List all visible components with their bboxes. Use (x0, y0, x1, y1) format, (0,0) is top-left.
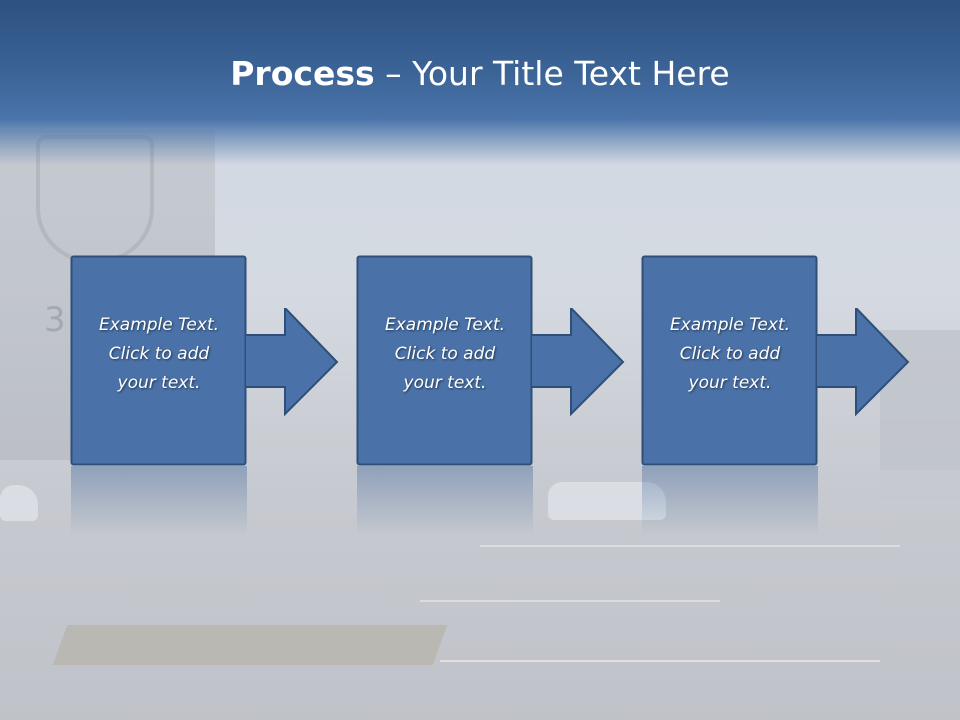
box-text-line: your text. (403, 373, 487, 393)
box-reflection (71, 466, 247, 536)
background-lot-line (420, 600, 720, 602)
background-lot-line (440, 660, 880, 662)
slide-title[interactable]: Process – Your Title Text Here (0, 54, 960, 93)
right-arrow-icon (531, 308, 625, 416)
right-arrow-icon (245, 308, 339, 416)
background-lot-line (480, 545, 900, 547)
title-bold: Process (230, 54, 375, 93)
box-text-line: your text. (117, 373, 201, 393)
background-number: 3 (44, 300, 66, 340)
right-arrow-icon (816, 308, 910, 416)
process-box-2[interactable]: Example Text. Click to add your text. (356, 255, 533, 466)
title-rest: – Your Title Text Here (374, 54, 730, 93)
box-text-line: Click to add (394, 344, 496, 364)
box-text-line: Example Text. (384, 315, 506, 335)
box-reflection (642, 466, 818, 536)
header-band (0, 0, 960, 165)
box-reflection (357, 466, 533, 536)
box-text-line: Example Text. (98, 315, 220, 335)
box-text-line: your text. (688, 373, 772, 393)
background-car (548, 482, 666, 520)
background-car (0, 485, 38, 521)
process-box-1[interactable]: Example Text. Click to add your text. (70, 255, 247, 466)
background-parking-lot (0, 470, 960, 720)
box-text-line: Click to add (679, 344, 781, 364)
box-text[interactable]: Example Text. Click to add your text. (642, 311, 818, 398)
process-box-3[interactable]: Example Text. Click to add your text. (641, 255, 818, 466)
box-text[interactable]: Example Text. Click to add your text. (71, 311, 247, 398)
background-planter (52, 625, 448, 665)
box-text[interactable]: Example Text. Click to add your text. (357, 311, 533, 398)
box-text-line: Example Text. (669, 315, 791, 335)
box-text-line: Click to add (108, 344, 210, 364)
